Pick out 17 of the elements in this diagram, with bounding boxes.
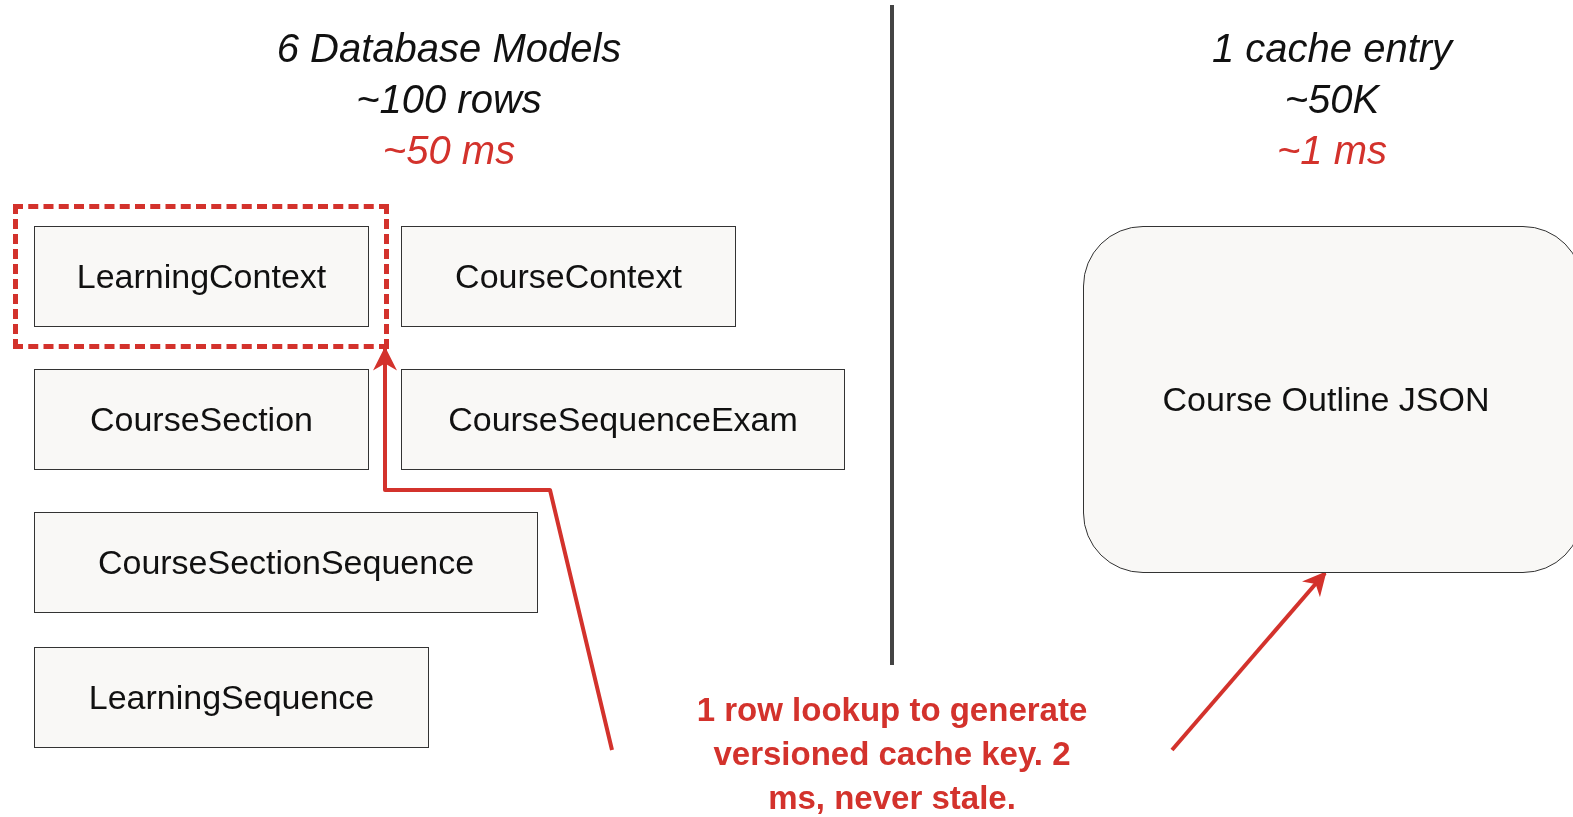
model-box: CourseSection xyxy=(34,369,369,470)
highlight-frame xyxy=(13,204,389,349)
model-box: CourseSectionSequence xyxy=(34,512,538,613)
heading-text: ~50 ms xyxy=(381,127,517,174)
note-text: 1 row lookup to generate versioned cache key. 2 ms, never stale. xyxy=(612,688,1172,814)
heading-text: ~100 rows xyxy=(355,76,543,123)
arrow xyxy=(1170,571,1327,752)
heading-text: ~50K xyxy=(1283,76,1382,123)
model-box: LearningSequence xyxy=(34,647,429,748)
heading-text: 6 Database Models xyxy=(275,25,623,72)
heading-text: ~1 ms xyxy=(1275,127,1388,174)
cache-box: Course Outline JSON xyxy=(1083,226,1573,573)
model-box: LearningContext xyxy=(34,226,369,327)
arrow xyxy=(373,346,614,751)
model-box: CourseContext xyxy=(401,226,736,327)
model-box: CourseSequenceExam xyxy=(401,369,845,470)
heading-text: 1 cache entry xyxy=(1210,25,1455,72)
